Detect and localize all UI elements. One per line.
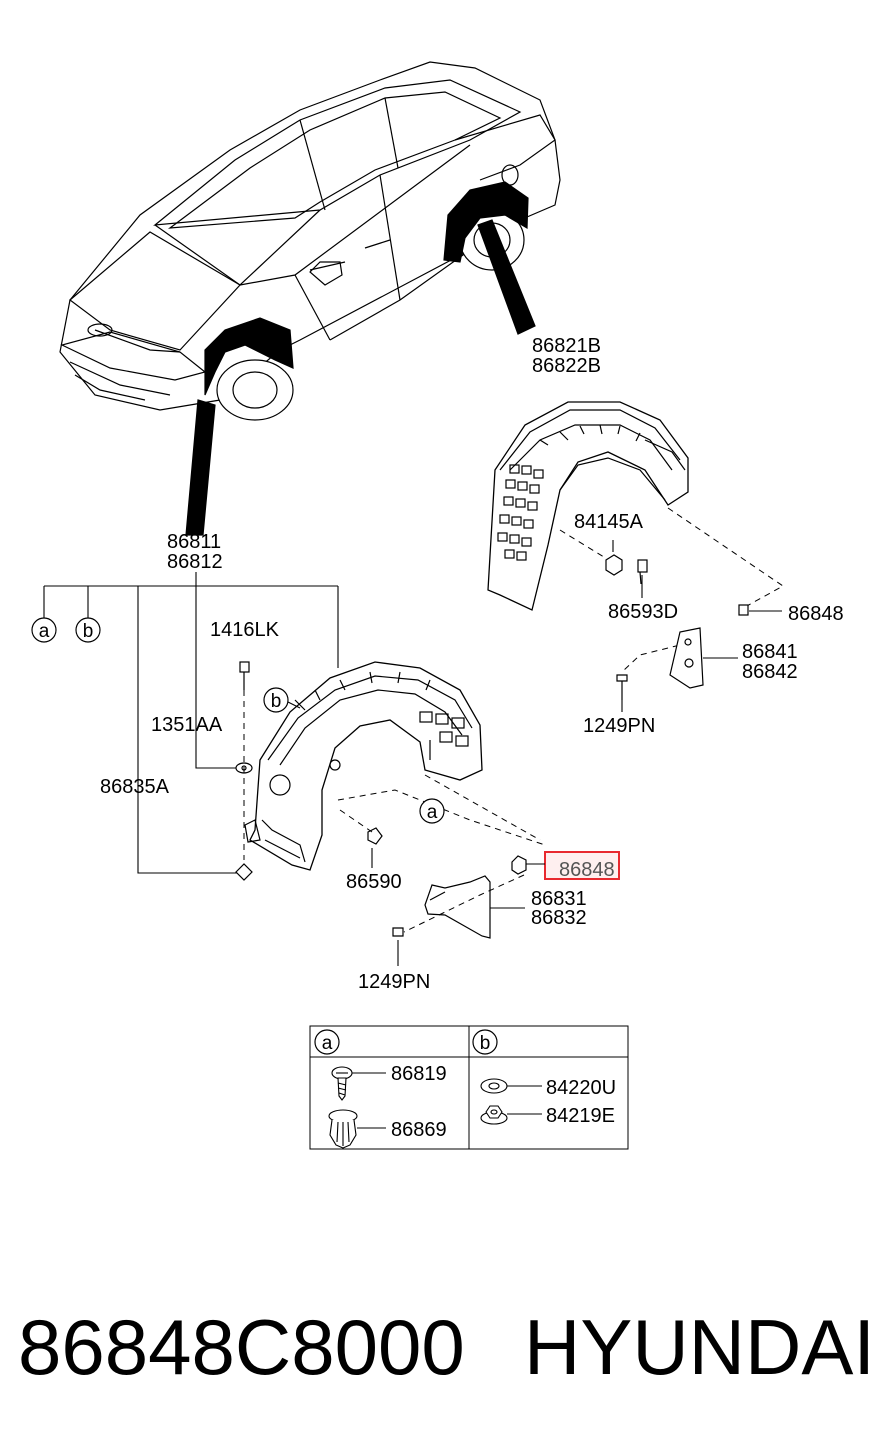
label-1249PN-front: 1249PN <box>358 971 430 993</box>
label-86821B: 86821B <box>532 335 601 357</box>
washer-icon <box>480 1078 508 1094</box>
label-86848-highlighted: 86848 <box>559 859 615 881</box>
front-dashed-leaders <box>243 690 546 933</box>
part-number-text: 86848C8000 <box>18 1303 465 1391</box>
label-84145A: 84145A <box>574 511 644 533</box>
label-86841: 86841 <box>742 641 798 663</box>
circle-ref-a-guard: a <box>419 798 445 824</box>
legend-header-b: b <box>472 1029 498 1055</box>
svg-text:a: a <box>322 1033 333 1054</box>
circle-ref-b-top: b <box>75 617 101 643</box>
parts-diagram: 86821B 86822B 84145A 86593D 86848 86841 … <box>31 61 844 1150</box>
rear-dashed-leaders <box>559 507 784 673</box>
front-bracket-lines <box>43 572 525 966</box>
label-86832: 86832 <box>531 907 587 929</box>
legend-header-a: a <box>314 1029 340 1055</box>
label-1416LK: 1416LK <box>210 619 280 641</box>
label-1249PN-rear: 1249PN <box>583 715 655 737</box>
label-86822B: 86822B <box>532 355 601 377</box>
legend-table: a b 86819 86869 84220U <box>309 1025 629 1150</box>
label-86811: 86811 <box>167 531 221 553</box>
front-small-parts <box>235 661 527 939</box>
front-wheel-guard <box>244 661 483 871</box>
flange-nut-icon <box>480 1105 508 1125</box>
legend-item-84219E: 84219E <box>546 1105 615 1127</box>
svg-text:b: b <box>480 1033 491 1054</box>
brand-text: HYUNDAI <box>524 1303 876 1391</box>
label-1351AA: 1351AA <box>151 714 223 736</box>
label-86812: 86812 <box>167 551 223 573</box>
svg-text:a: a <box>427 802 438 823</box>
highlight-box-86848 <box>544 851 620 880</box>
circle-ref-b-guard: b <box>263 687 301 713</box>
svg-text:b: b <box>271 691 282 712</box>
svg-text:a: a <box>39 621 50 642</box>
label-86835A: 86835A <box>100 776 170 798</box>
rear-small-parts <box>605 554 749 700</box>
rear-callout-lines <box>612 540 782 712</box>
label-86842: 86842 <box>742 661 798 683</box>
label-86590: 86590 <box>346 871 402 893</box>
label-86848-rear: 86848 <box>788 603 844 625</box>
circle-ref-a-top: a <box>31 617 57 643</box>
car-illustration <box>59 61 561 536</box>
rear-wheel-guard <box>487 401 689 611</box>
push-clip-icon <box>328 1109 358 1149</box>
legend-item-86819: 86819 <box>391 1063 447 1085</box>
label-86831: 86831 <box>531 888 587 910</box>
legend-item-84220U: 84220U <box>546 1077 616 1099</box>
legend-item-86869: 86869 <box>391 1119 447 1141</box>
svg-text:b: b <box>83 621 94 642</box>
label-86593D: 86593D <box>608 601 678 623</box>
